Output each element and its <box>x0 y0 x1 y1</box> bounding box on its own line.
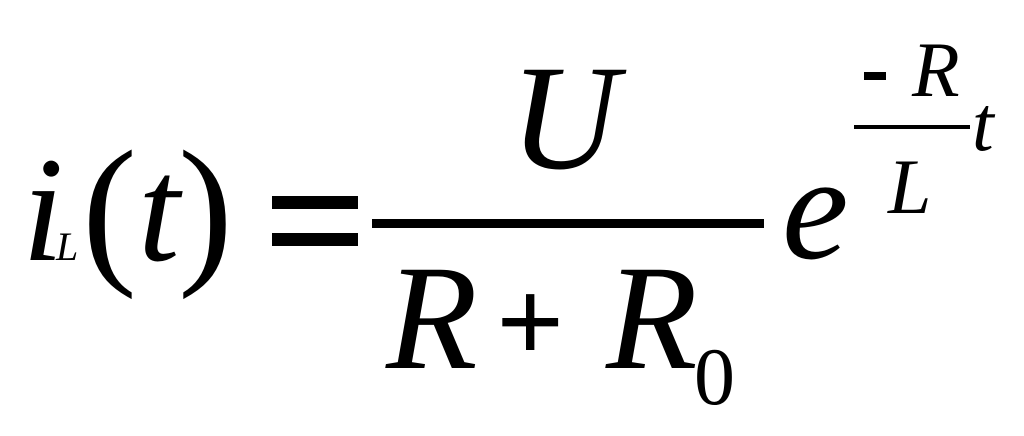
internal-resistance-term: R <box>605 235 698 401</box>
exponent-numerator: R <box>911 26 960 113</box>
exponent-denominator: L <box>887 143 931 230</box>
exponent-time: t <box>972 80 996 167</box>
exponential-base: e <box>782 125 849 291</box>
exponent-minus <box>864 72 886 80</box>
current-symbol: i <box>22 127 64 293</box>
plus-sign: + <box>496 255 564 388</box>
equals-sign: = <box>272 196 358 249</box>
open-paren: ( <box>82 117 137 300</box>
equals-label: = <box>272 238 278 249</box>
resistance-subscript: 0 <box>694 331 735 422</box>
current-subscript: L <box>55 224 78 269</box>
exponent-minus-label: - <box>864 72 867 83</box>
close-paren: ) <box>178 117 233 300</box>
voltage-numerator: U <box>510 35 627 201</box>
fraction-bar <box>372 219 764 228</box>
resistance-term: R <box>385 235 478 401</box>
time-variable: t <box>138 127 183 293</box>
exponent: - R L t <box>854 26 996 230</box>
exponent-fraction-bar <box>854 125 970 129</box>
